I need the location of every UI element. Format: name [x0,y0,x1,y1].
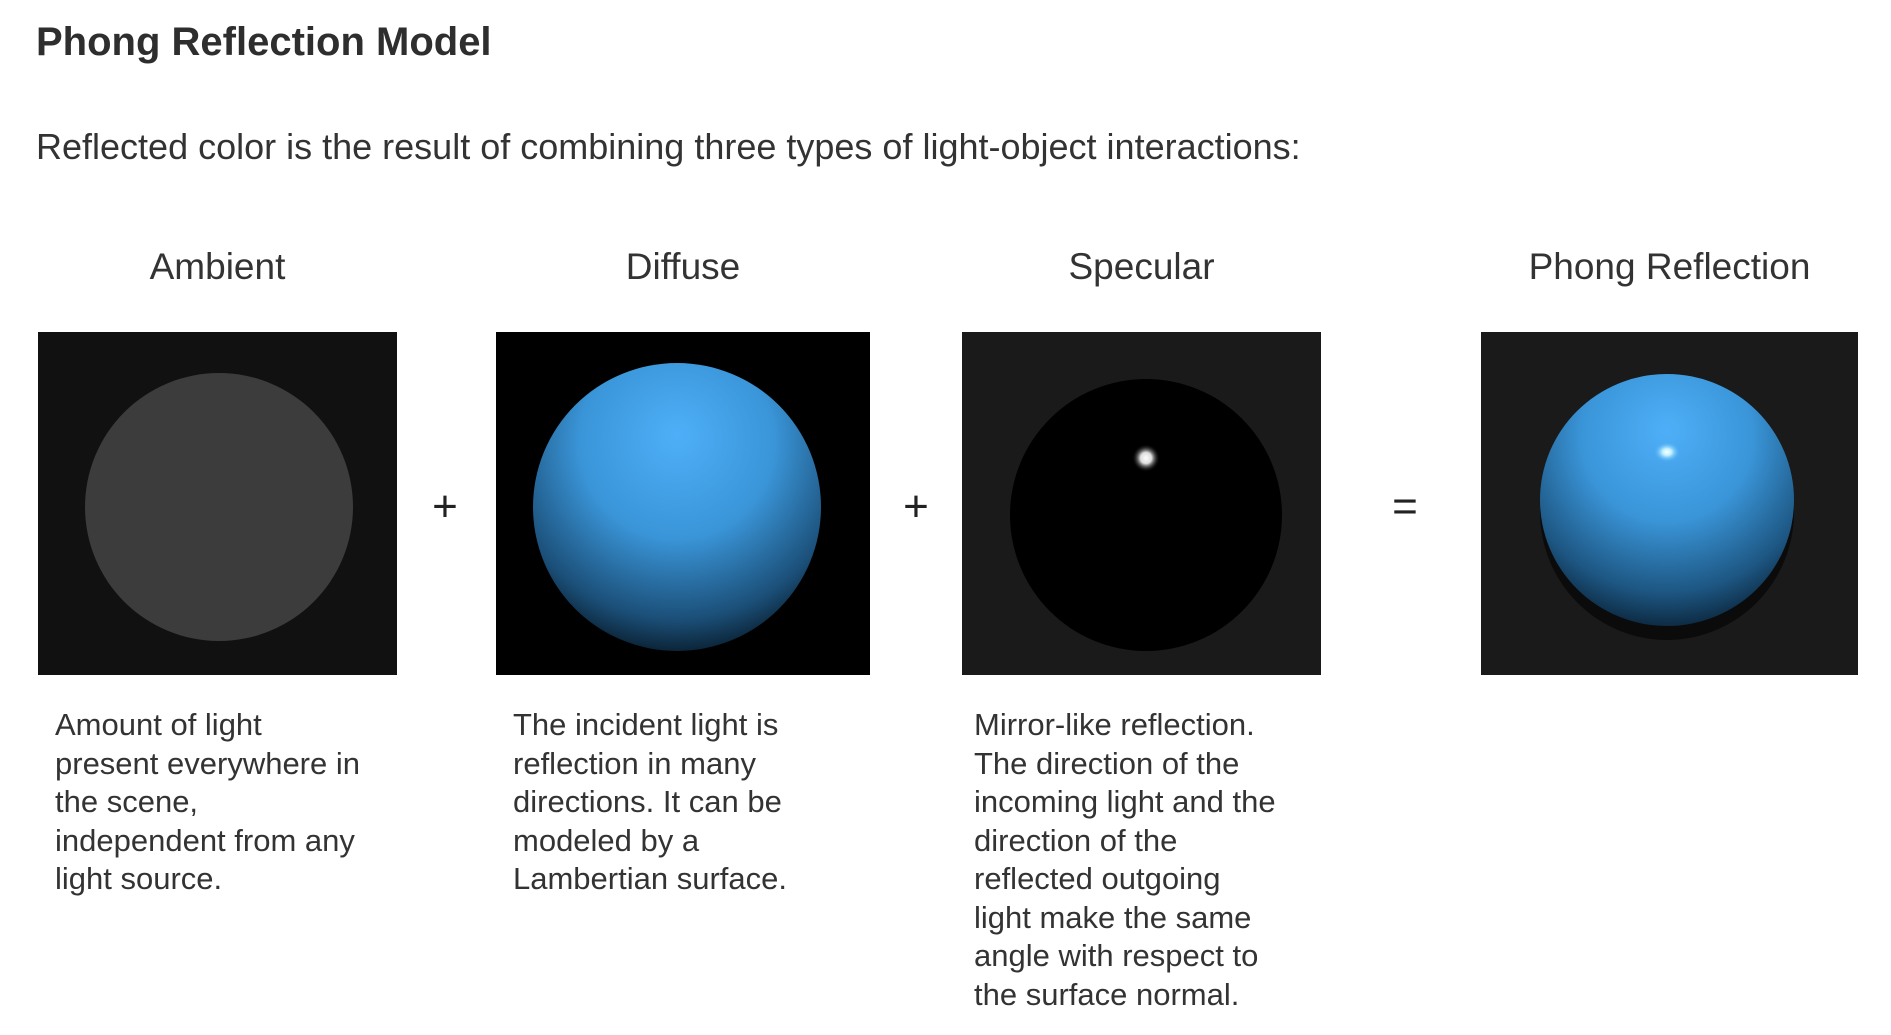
heading-specular: Specular [1068,246,1215,287]
description-line: independent from any [55,822,355,858]
specular-sphere-image [962,332,1321,675]
description-line: The direction of the [974,745,1240,781]
description-line: reflected outgoing [974,861,1221,896]
heading-phong: Phong Reflection [1528,246,1811,287]
description-line: directions. It can be [513,784,782,819]
heading-diffuse: Diffuse [625,246,741,287]
description-line: the scene, [55,784,199,819]
page-title: Phong Reflection Model [36,20,492,64]
description-line: Mirror-like reflection. [974,707,1255,742]
intro-text: Reflected color is the result of combini… [36,126,1301,167]
description-line: incoming light and the [974,784,1276,819]
description-line: Amount of light [55,707,262,742]
diffuse-description: The incident light is reflection in many… [513,706,787,899]
plus-operator: + [432,482,458,531]
diffuse-sphere-image [496,332,870,675]
description-line: the surface normal. [974,976,1240,1012]
description-line: light source. [55,861,223,896]
description-line: modeled by a [513,822,700,858]
description-line: direction of the [974,822,1178,858]
ambient-sphere-image [38,332,397,675]
description-line: present everywhere in [55,745,360,781]
specular-description: Mirror-like reflection. The direction of… [974,706,1276,1014]
phong-sphere-image [1481,332,1858,675]
description-line: The incident light is [513,707,779,742]
equals-operator: = [1392,482,1418,531]
description-line: Lambertian surface. [513,861,787,896]
heading-ambient: Ambient [149,246,286,287]
ambient-description: Amount of light present everywhere in th… [55,706,360,899]
description-line: light make the same [974,899,1252,935]
description-line: reflection in many [513,745,756,781]
description-line: angle with respect to [974,938,1259,973]
plus-operator: + [903,482,929,531]
